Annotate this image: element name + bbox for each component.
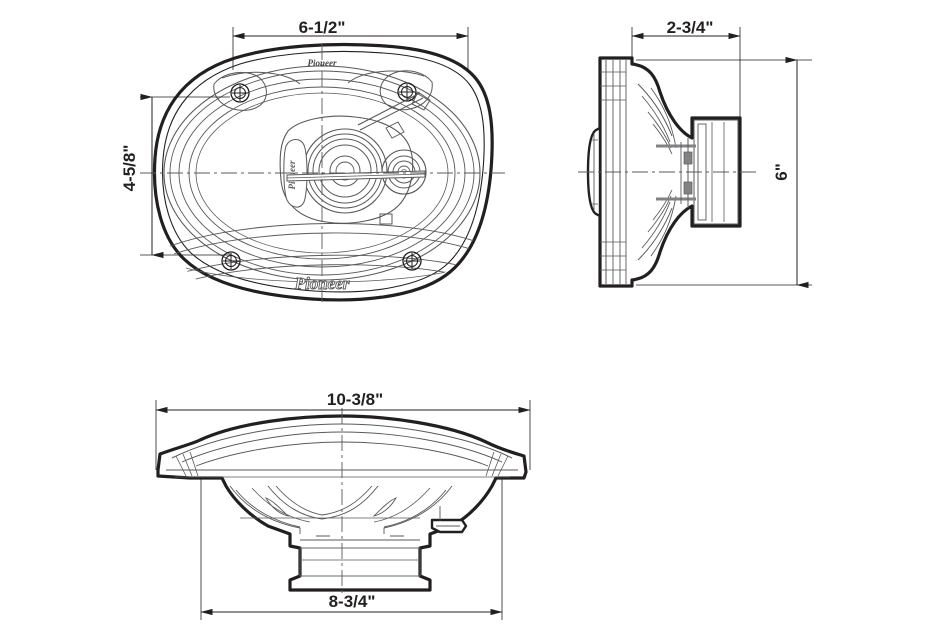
front-grille-bands (159, 222, 492, 285)
dimension-side-height (636, 56, 812, 289)
front-mount-tabs (213, 70, 433, 271)
dimension-label-bottom-overall-width: 10-3/8" (326, 390, 384, 409)
front-view-group: Pioneer Pioneer Pioneer (140, 42, 505, 302)
dimension-label-bottom-inner-width: 8-3/4" (328, 592, 376, 611)
front-brand-mark-bottom: Pioneer (294, 274, 350, 293)
side-cone-detail (637, 83, 677, 261)
bottom-magnet-stack (299, 535, 421, 577)
dimension-front-height (140, 93, 230, 259)
dimension-label-front-height: 4-5/8" (120, 144, 139, 192)
bottom-terminal-lug (430, 506, 468, 534)
dimension-front-width (232, 27, 469, 70)
dimension-bottom-overall-width (155, 400, 531, 470)
side-terminal-stack (656, 138, 696, 208)
side-view-group (578, 56, 760, 288)
dimension-side-depth (631, 27, 741, 128)
dimension-bottom-inner-width (200, 478, 503, 620)
bottom-cone-section (229, 485, 453, 534)
dimension-label-side-height: 6" (772, 163, 791, 181)
dimension-label-front-width: 6-1/2" (298, 18, 346, 37)
dimension-label-side-depth: 2-3/4" (666, 18, 714, 37)
front-brand-mark-top: Pioneer (308, 58, 337, 68)
bottom-view-group (156, 408, 528, 596)
